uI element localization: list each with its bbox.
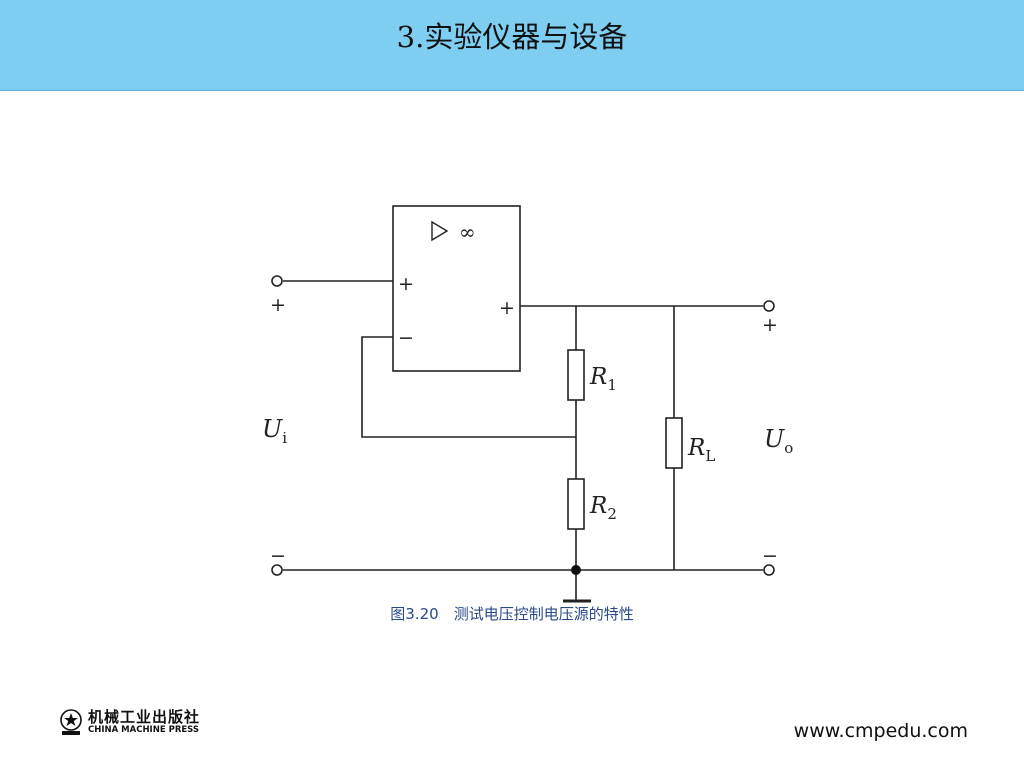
- output-terminal-top: [763, 300, 775, 312]
- figure-caption: 图3.20 测试电压控制电压源的特性: [390, 605, 634, 623]
- opamp-plus-out-label: +: [499, 297, 515, 319]
- input-terminal-top: [271, 275, 283, 287]
- output-voltage-label: Uo: [764, 425, 793, 457]
- resistor-r1: [567, 349, 585, 401]
- input-plus-label: +: [270, 294, 286, 316]
- publisher-emblem-icon: [60, 709, 82, 735]
- opamp-block: [392, 205, 521, 372]
- rl-label: RL: [687, 435, 715, 465]
- resistor-rl: [665, 417, 683, 469]
- input-terminal-bottom: [271, 564, 283, 576]
- header-bar: 3.实验仪器与设备: [0, 0, 1024, 91]
- opamp-infinity: ∞: [459, 220, 476, 244]
- slide-title: 3.实验仪器与设备: [396, 20, 628, 54]
- publisher-name-cn: 机械工业出版社: [88, 708, 201, 726]
- output-plus-label: +: [762, 314, 778, 336]
- opamp-plus-in-label: +: [398, 273, 414, 295]
- r2-label: R2: [589, 493, 617, 523]
- website-link[interactable]: www.cmpedu.com: [793, 720, 968, 742]
- output-minus-label: −: [762, 545, 778, 567]
- publisher-logo: 机械工业出版社 CHINA MACHINE PRESS: [58, 706, 258, 740]
- amplifier-triangle: [431, 220, 449, 242]
- publisher-name-en: CHINA MACHINE PRESS: [88, 725, 200, 735]
- feedback-wire: [361, 336, 576, 438]
- resistor-r2: [567, 478, 585, 530]
- input-minus-label: −: [270, 545, 286, 567]
- junction-dot: [571, 565, 581, 575]
- output-terminal-bottom: [763, 564, 775, 576]
- opamp-minus-in-label: −: [398, 327, 414, 349]
- r1-label: R1: [589, 364, 617, 394]
- input-voltage-label: Ui: [262, 415, 287, 447]
